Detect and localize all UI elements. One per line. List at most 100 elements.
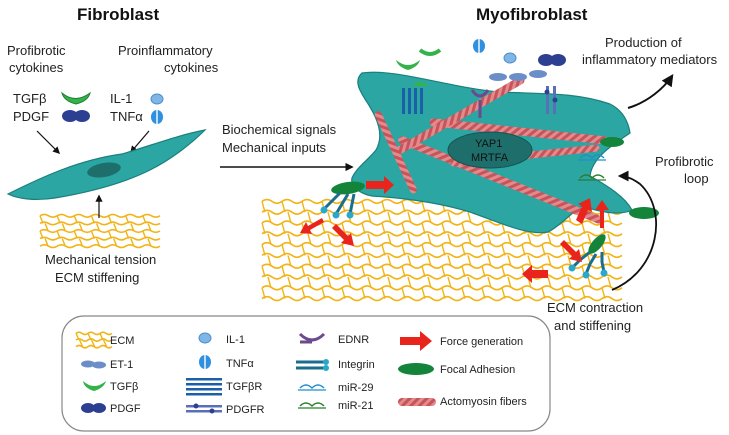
- ecm-fiber: [421, 201, 426, 213]
- ecm-fiber: [39, 228, 161, 234]
- legend-mir21-icon: [298, 402, 326, 409]
- ecm-fiber: [381, 244, 386, 256]
- ecm-fiber: [441, 244, 446, 256]
- ecm-fiber: [481, 222, 486, 234]
- ecm-fiber: [75, 331, 113, 336]
- ecm-fiber: [39, 213, 161, 218]
- ecm-fiber: [581, 222, 586, 234]
- ecm-fiber: [561, 266, 566, 278]
- ecm-fiber: [421, 266, 426, 278]
- ecm-fiber: [547, 233, 552, 245]
- ecm-fiber: [487, 233, 492, 245]
- ecm-fiber: [507, 233, 512, 245]
- ednr-receptor: [470, 89, 490, 118]
- ecm-fiber: [441, 266, 446, 278]
- legend-tgfb-icon: [83, 381, 106, 391]
- ecm-fiber: [367, 276, 372, 288]
- ecm-fiber: [321, 287, 326, 299]
- ecm-fiber: [607, 255, 612, 267]
- ecm-fiber: [95, 223, 101, 232]
- pdgf-label: PDGF: [13, 109, 49, 124]
- ecm-fiber: [113, 238, 118, 247]
- ecm-fiber: [95, 238, 101, 247]
- ecm-fiber: [387, 212, 392, 224]
- ecm-fiber: [421, 222, 426, 234]
- tgfb-ligand-top: [418, 48, 442, 56]
- il1-ligand: [503, 52, 517, 64]
- ecm-fiber: [56, 230, 61, 239]
- svg-text:Mechanical tension: Mechanical tension: [45, 252, 156, 267]
- ecm-fiber: [125, 215, 130, 224]
- ecm-fiber: [147, 223, 152, 232]
- profibrotic-loop-label: Profibrotic loop: [655, 154, 714, 186]
- ecm-fiber: [301, 266, 306, 278]
- ecm-fiber: [561, 222, 566, 234]
- ecm-fiber: [78, 223, 84, 232]
- ecm-fiber: [107, 230, 113, 239]
- ecm-fiber: [261, 222, 266, 234]
- ecm-fiber: [327, 255, 332, 267]
- arrow-production: [627, 74, 674, 109]
- ecm-fiber: [361, 244, 366, 256]
- svg-text:Biochemical signals: Biochemical signals: [222, 122, 337, 137]
- ecm-fiber: [130, 238, 135, 247]
- ecm-fiber: [501, 287, 506, 299]
- ecm-fiber: [341, 222, 346, 234]
- ecm-fiber: [561, 287, 566, 299]
- ecm-fiber: [427, 212, 432, 224]
- tgfb-receptor-complex: [396, 60, 428, 114]
- ecm-fiber: [607, 212, 612, 224]
- ecm-fiber: [387, 276, 392, 288]
- svg-text:cytokines: cytokines: [164, 60, 219, 75]
- arrow-profibrotic-to-cell: [36, 130, 61, 155]
- tgfb-label: TGFβ: [13, 91, 46, 106]
- ecm-fiber: [441, 222, 446, 234]
- ecm-fiber: [75, 338, 113, 342]
- ecm-fiber: [421, 287, 426, 299]
- ecm-fiber: [387, 233, 392, 245]
- ecm-fiber: [401, 244, 406, 256]
- ecm-fiber: [39, 236, 161, 241]
- ecm-fiber: [301, 201, 306, 213]
- ecm-fiber: [447, 276, 452, 288]
- ecm-fiber: [507, 276, 512, 288]
- legend-pdgf-label: PDGF: [110, 403, 141, 415]
- ecm-fiber: [401, 266, 406, 278]
- ecm-fiber: [125, 230, 130, 239]
- ecm-fiber: [381, 287, 386, 299]
- focal-adhesion-left: [331, 181, 365, 195]
- legend-pdgf-icon: [81, 403, 106, 413]
- ecm-fiber: [407, 276, 412, 288]
- ecm-contraction-label: ECM contraction and stiffening: [547, 300, 643, 333]
- ecm-fiber: [361, 201, 366, 213]
- ecm-fiber: [401, 287, 406, 299]
- ecm-fiber: [281, 222, 286, 234]
- ecm-fiber: [261, 295, 623, 302]
- ecm-fiber: [541, 287, 546, 299]
- ecm-fiber: [99, 333, 104, 341]
- ecm-fiber: [307, 212, 312, 224]
- ecm-fiber: [327, 233, 332, 245]
- ecm-fiber: [347, 255, 352, 267]
- legend-tgfbr-label: TGFβR: [226, 381, 262, 393]
- ecm-fiber: [447, 233, 452, 245]
- ecm-fiber: [581, 287, 586, 299]
- nucleus-yap1: YAP1: [475, 138, 502, 150]
- pdgf-receptor-complex: [538, 54, 566, 114]
- ecm-fiber: [567, 233, 572, 245]
- ecm-fiber: [567, 255, 572, 267]
- ecm-fiber: [267, 276, 272, 288]
- ecm-fiber: [301, 287, 306, 299]
- ecm-fiber: [287, 233, 292, 245]
- arrow-profibrotic-loop: [611, 170, 658, 291]
- title-myofibroblast: Myofibroblast: [476, 5, 588, 24]
- legend-mir29-icon: [298, 384, 326, 391]
- ecm-fiber: [73, 215, 78, 224]
- ecm-fiber: [327, 276, 332, 288]
- il1-icon: [150, 93, 164, 105]
- ecm-fiber: [44, 238, 49, 247]
- legend-tgfb-label: TGFβ: [110, 381, 138, 393]
- ecm-fiber: [307, 255, 312, 267]
- ecm-fiber: [281, 244, 286, 256]
- ecm-fiber: [301, 244, 306, 256]
